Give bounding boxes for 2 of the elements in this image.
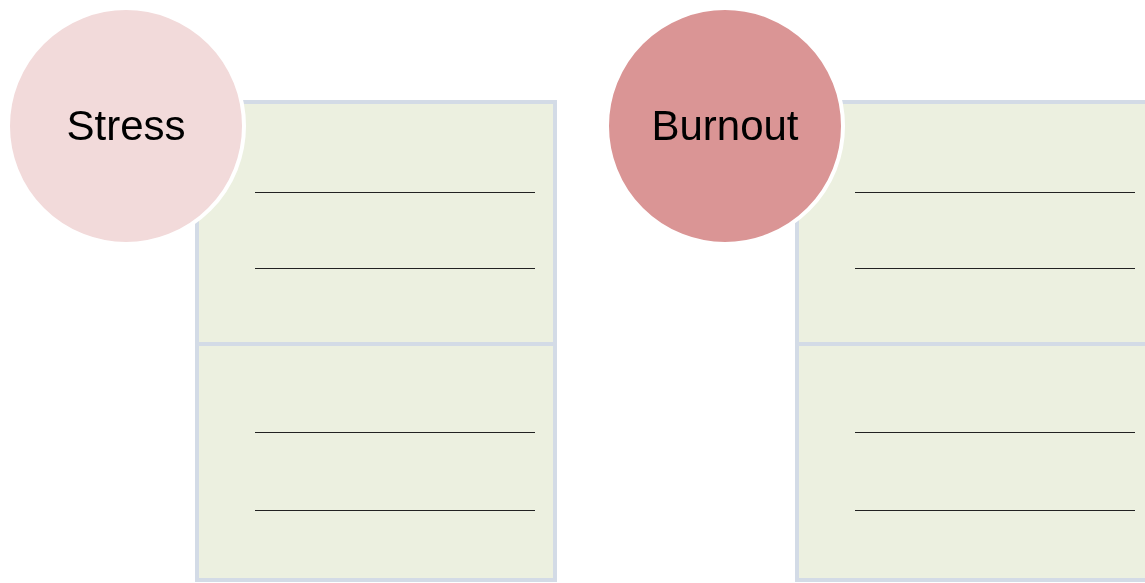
topic-label: Burnout xyxy=(651,102,799,150)
topic-label: Stress xyxy=(66,102,186,150)
